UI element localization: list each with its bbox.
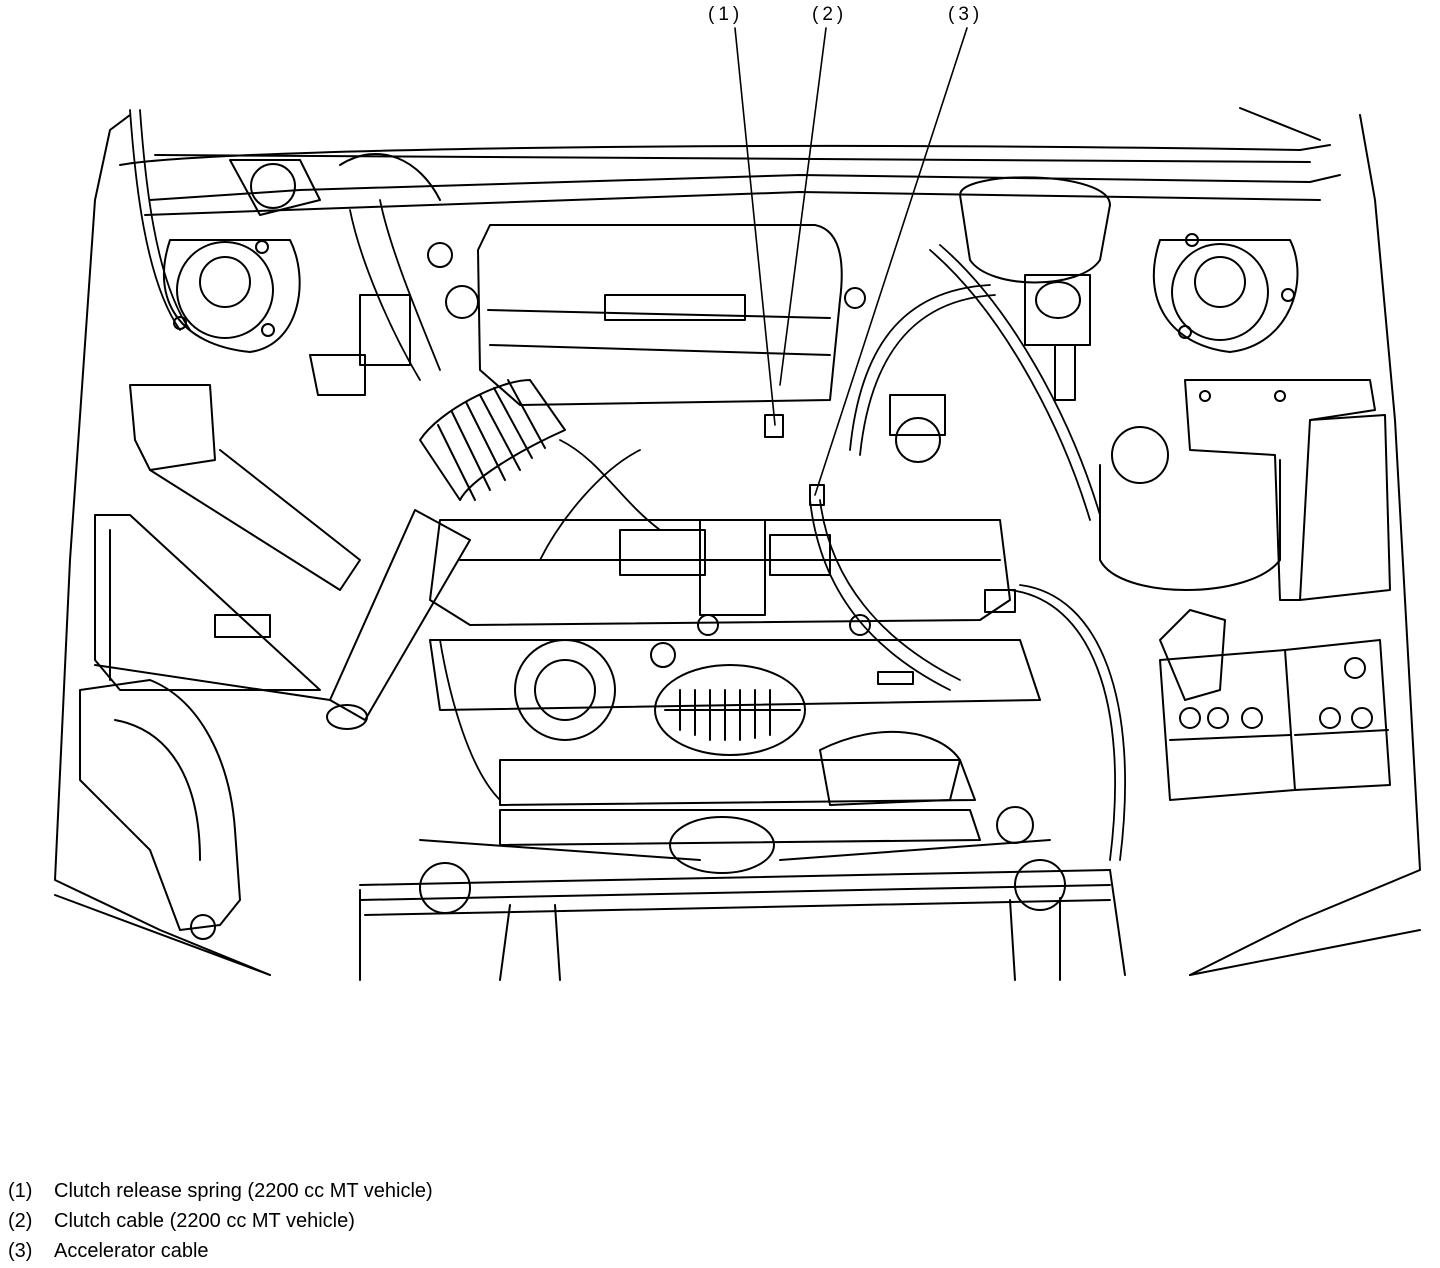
callout-label-1: (1) [708, 4, 744, 25]
hoses-and-cables [129, 109, 1126, 861]
callout-leaders [734, 27, 968, 496]
left-strut-tower [162, 239, 301, 353]
legend-number: (2) [8, 1210, 33, 1232]
battery [1159, 609, 1391, 801]
legend-item: (1) Clutch release spring (2200 cc MT ve… [8, 1176, 433, 1206]
legend-text: Accelerator cable [54, 1240, 209, 1262]
legend-number: (1) [8, 1180, 33, 1202]
radiator-support [359, 806, 1126, 981]
legend: (1) Clutch release spring (2200 cc MT ve… [8, 1176, 433, 1266]
left-lower-duct [79, 679, 241, 940]
intake-plenum-cover [477, 224, 843, 406]
upper-left-components [229, 153, 453, 396]
legend-text: Clutch cable (2200 cc MT vehicle) [54, 1210, 355, 1232]
callout-label-3: (3) [948, 4, 984, 25]
engine-compartment-diagram [54, 27, 1421, 981]
callout-label-2: (2) [812, 4, 848, 25]
legend-text: Clutch release spring (2200 cc MT vehicl… [54, 1180, 433, 1202]
legend-number: (3) [8, 1240, 33, 1262]
crank-pulley [669, 730, 961, 874]
brake-booster [959, 176, 1281, 591]
engine-block [429, 519, 1041, 846]
throttle-body-area [445, 285, 1016, 685]
right-strut-tower [1152, 233, 1299, 353]
air-cleaner-box [94, 384, 361, 701]
legend-item: (2) Clutch cable (2200 cc MT vehicle) [8, 1206, 433, 1236]
legend-item: (3) Accelerator cable [8, 1236, 433, 1266]
intake-tube [326, 379, 566, 730]
alternator [514, 639, 806, 756]
relay-box [1184, 379, 1391, 601]
body-outline [54, 107, 1421, 976]
